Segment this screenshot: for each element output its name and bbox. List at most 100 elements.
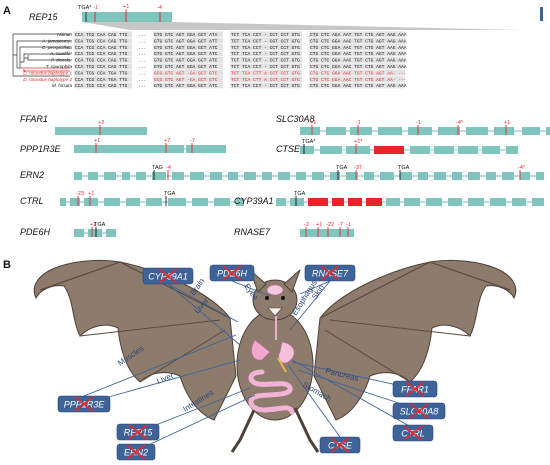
exon xyxy=(410,146,430,154)
seq-block-2: GCG GTC AGT -GA GCT GTC xyxy=(154,70,218,76)
exon xyxy=(400,172,412,180)
mutation-label: +2 xyxy=(98,120,104,126)
rep15-mark-tga: TGA* xyxy=(78,5,92,11)
exon xyxy=(458,146,478,154)
seq-block-3: TCT TCA CCT - CCT CCT GTG xyxy=(231,64,300,70)
gene-name: RNASE7 xyxy=(234,227,271,237)
bat-box-ctrl: CTRL xyxy=(392,424,434,442)
exon xyxy=(70,198,80,206)
mutation-label: TGA xyxy=(94,222,106,228)
seq-block-1: CCA TCG CCA CAG TTG xyxy=(75,58,128,64)
seq-block-4: CTG CTC GGA AAC TGT CTG AGT AAG AAA xyxy=(310,51,407,57)
exon xyxy=(468,198,484,206)
exon xyxy=(466,127,488,135)
mutation-label: -7 xyxy=(338,222,343,228)
gene-ffar1: FFAR1+2 xyxy=(20,114,147,135)
exon xyxy=(426,198,442,206)
seq-dots: ... xyxy=(138,78,146,83)
organ-connector xyxy=(83,334,237,397)
mutation-label: -1 xyxy=(356,120,361,126)
exon xyxy=(172,172,184,180)
exon xyxy=(404,198,420,206)
exon xyxy=(262,172,272,180)
seq-block-2: GTG GTC AGT GGA GCT ATC xyxy=(154,83,218,89)
organ-connector xyxy=(289,280,331,331)
rep15-zoom-shade xyxy=(82,22,522,30)
seq-block-4: CTG CTC GGA AAC TGT CTG AGT AAG AAA xyxy=(310,64,407,70)
exon xyxy=(520,172,530,180)
organ-connector xyxy=(231,280,271,297)
cross-mark xyxy=(403,425,423,441)
corner-marker xyxy=(540,7,543,21)
bat-box-ffar1: FFAR1 xyxy=(392,380,438,398)
bat-box-slc30a8: SLC30A8 xyxy=(392,402,446,420)
seq-block-2: GCG GTC AGT -GA GCT GTC xyxy=(154,77,218,83)
seq-block-2: GTG GTC AGT GGA GCT ATT xyxy=(154,38,218,44)
organ-connector xyxy=(291,359,421,433)
exon xyxy=(276,198,286,206)
exon xyxy=(60,198,66,206)
bat-illustration xyxy=(33,259,517,453)
mutation-label: +1 xyxy=(316,222,322,228)
exon xyxy=(532,198,544,206)
exon xyxy=(482,146,500,154)
organ-connector xyxy=(167,283,239,323)
deleted-exon xyxy=(332,198,344,206)
exon xyxy=(296,172,306,180)
rep15-exon xyxy=(82,12,172,22)
cross-mark xyxy=(222,265,242,281)
exon xyxy=(434,172,446,180)
exon xyxy=(512,198,526,206)
rep15-structure: REP15 TGA* -1 +1 -4 xyxy=(29,4,522,30)
deleted-exon xyxy=(308,198,328,206)
mutation-label: +1 xyxy=(94,138,100,144)
exon xyxy=(486,172,496,180)
bat-liver xyxy=(251,339,271,361)
mutation-label: -4* xyxy=(456,120,464,126)
organ-connector xyxy=(83,359,241,405)
exon xyxy=(494,127,514,135)
seq-dots: ... xyxy=(138,71,146,76)
exon xyxy=(468,172,480,180)
exon xyxy=(186,145,226,153)
seq-block-3: TCT TCA CTT A CCT CCT GTG xyxy=(231,70,300,76)
seq-dots: ... xyxy=(138,33,146,38)
left-eye xyxy=(265,296,269,300)
seq-block-4: CTG CTC AGA AAT TGT CTG AGT AAG AAA xyxy=(310,32,407,38)
mutation-label: +7 xyxy=(164,138,170,144)
organ-connector xyxy=(137,394,256,451)
exon xyxy=(448,198,462,206)
right-leg xyxy=(293,407,320,453)
seq-dots: ... xyxy=(138,65,146,70)
mutation-label: TGA xyxy=(294,191,306,197)
seq-dots: ... xyxy=(138,39,146,44)
exon xyxy=(522,127,540,135)
exon xyxy=(536,172,544,180)
exon xyxy=(364,172,374,180)
species-label: M. hirsuta xyxy=(52,83,73,88)
deleted-exon xyxy=(348,198,362,206)
right-ear xyxy=(283,269,301,293)
gene-name: PDE6H xyxy=(20,227,51,237)
bat-box-ppp1r3e: PPP1R3E xyxy=(57,395,111,413)
exon xyxy=(168,198,186,206)
left-wing xyxy=(33,259,237,421)
cross-mark xyxy=(158,268,178,284)
exon xyxy=(312,172,324,180)
seq-block-4: CTG CTC GGA AAC TGT CTG AGT AA- --- xyxy=(310,77,407,83)
seq-dots: ... xyxy=(138,52,146,57)
bat-mouth xyxy=(267,307,283,317)
exon xyxy=(192,198,208,206)
mutation-label: -1 xyxy=(416,120,421,126)
bat-box-rnase7: RNASE7 xyxy=(304,264,356,282)
seq-block-4: CTG CTC GGA AAC TGT CTG AGT AAG AAA xyxy=(310,58,407,64)
exon xyxy=(210,172,222,180)
exon xyxy=(74,229,84,237)
exon xyxy=(136,172,146,180)
seq-block-3: TCT TCA CCT - CCT CCT GTG xyxy=(231,83,300,89)
seq-block-3: TCT TCA CTT A CCT CCT GTG xyxy=(231,77,300,83)
